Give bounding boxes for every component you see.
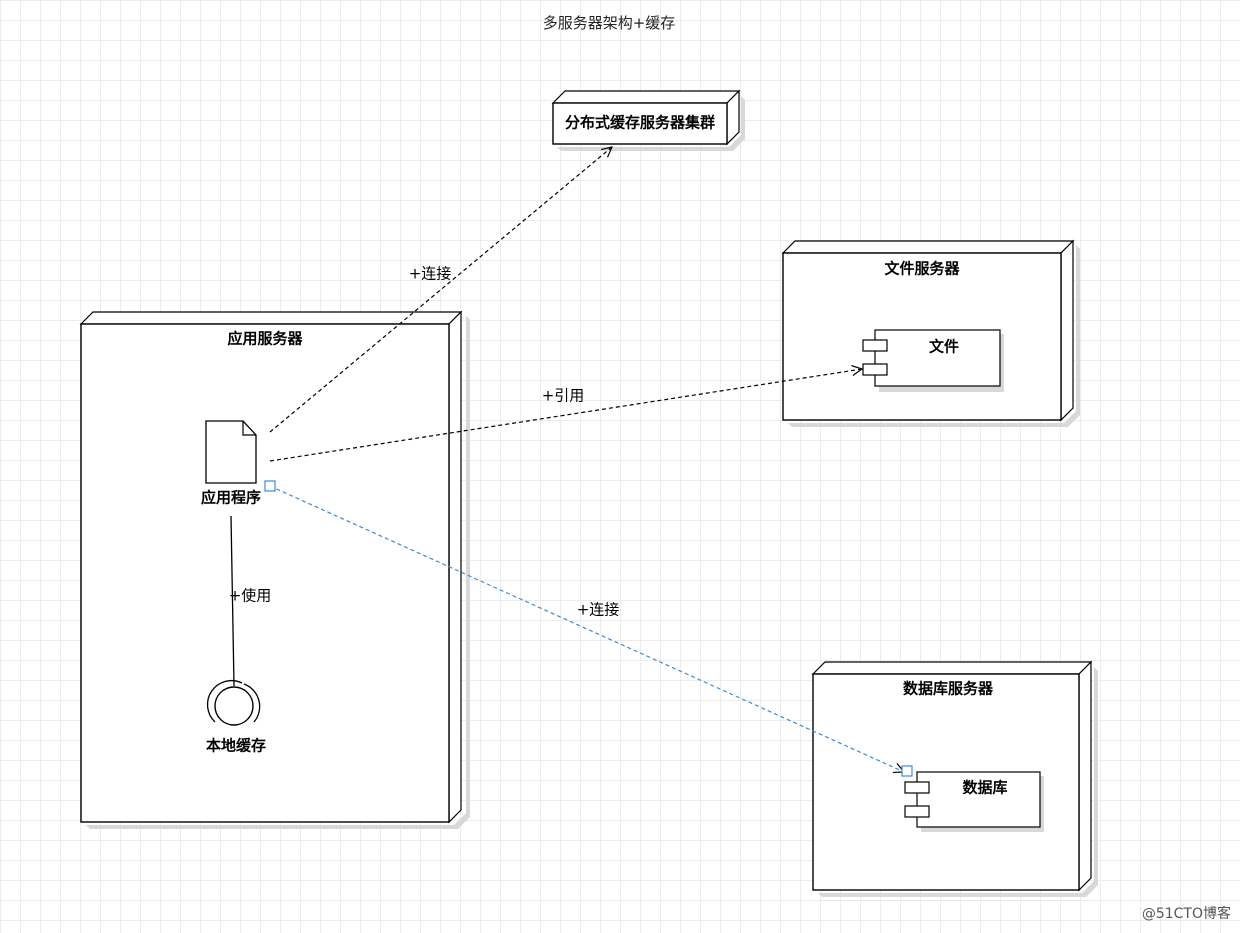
interface-local-cache[interactable]: 本地缓存 bbox=[206, 679, 266, 755]
artifact-application[interactable]: 应用程序 bbox=[201, 420, 261, 507]
node-app-server[interactable]: 应用服务器 bbox=[79, 310, 470, 829]
component-database[interactable]: 数据库 bbox=[904, 771, 1044, 832]
component-file[interactable]: 文件 bbox=[862, 329, 1004, 392]
edge-source-handle[interactable] bbox=[264, 480, 276, 492]
edge-app-to-db[interactable] bbox=[269, 485, 904, 772]
interface-circle-icon bbox=[214, 686, 254, 726]
node-file-server-label: 文件服务器 bbox=[884, 260, 960, 278]
edge-app-uses-local-cache[interactable] bbox=[230, 515, 235, 687]
diagram-title: 多服务器架构+缓存 bbox=[543, 14, 676, 32]
document-icon bbox=[205, 420, 257, 484]
node-cache-cluster[interactable]: 分布式缓存服务器集群 bbox=[551, 89, 745, 151]
component-port-icon bbox=[904, 805, 930, 818]
edge-app-to-cache-label: +连接 bbox=[409, 265, 452, 283]
edge-app-to-db-label: +连接 bbox=[577, 601, 620, 619]
watermark: @51CTO博客 bbox=[1142, 905, 1231, 922]
node-app-server-label: 应用服务器 bbox=[227, 330, 303, 348]
artifact-application-label: 应用程序 bbox=[201, 489, 261, 507]
node-db-server[interactable]: 数据库服务器 bbox=[811, 660, 1098, 897]
component-port-icon bbox=[862, 363, 888, 376]
component-port-icon bbox=[904, 781, 930, 794]
interface-local-cache-label: 本地缓存 bbox=[206, 737, 266, 755]
edge-app-to-file-label: +引用 bbox=[542, 387, 585, 405]
node-cache-cluster-label: 分布式缓存服务器集群 bbox=[565, 114, 715, 132]
edge-app-to-file[interactable] bbox=[269, 369, 862, 462]
edge-uses-label: +使用 bbox=[229, 587, 272, 605]
node-db-server-label: 数据库服务器 bbox=[903, 680, 994, 698]
edge-target-handle[interactable] bbox=[901, 765, 913, 777]
component-file-label: 文件 bbox=[929, 338, 959, 356]
component-port-icon bbox=[862, 339, 888, 352]
component-database-label: 数据库 bbox=[962, 779, 1007, 797]
